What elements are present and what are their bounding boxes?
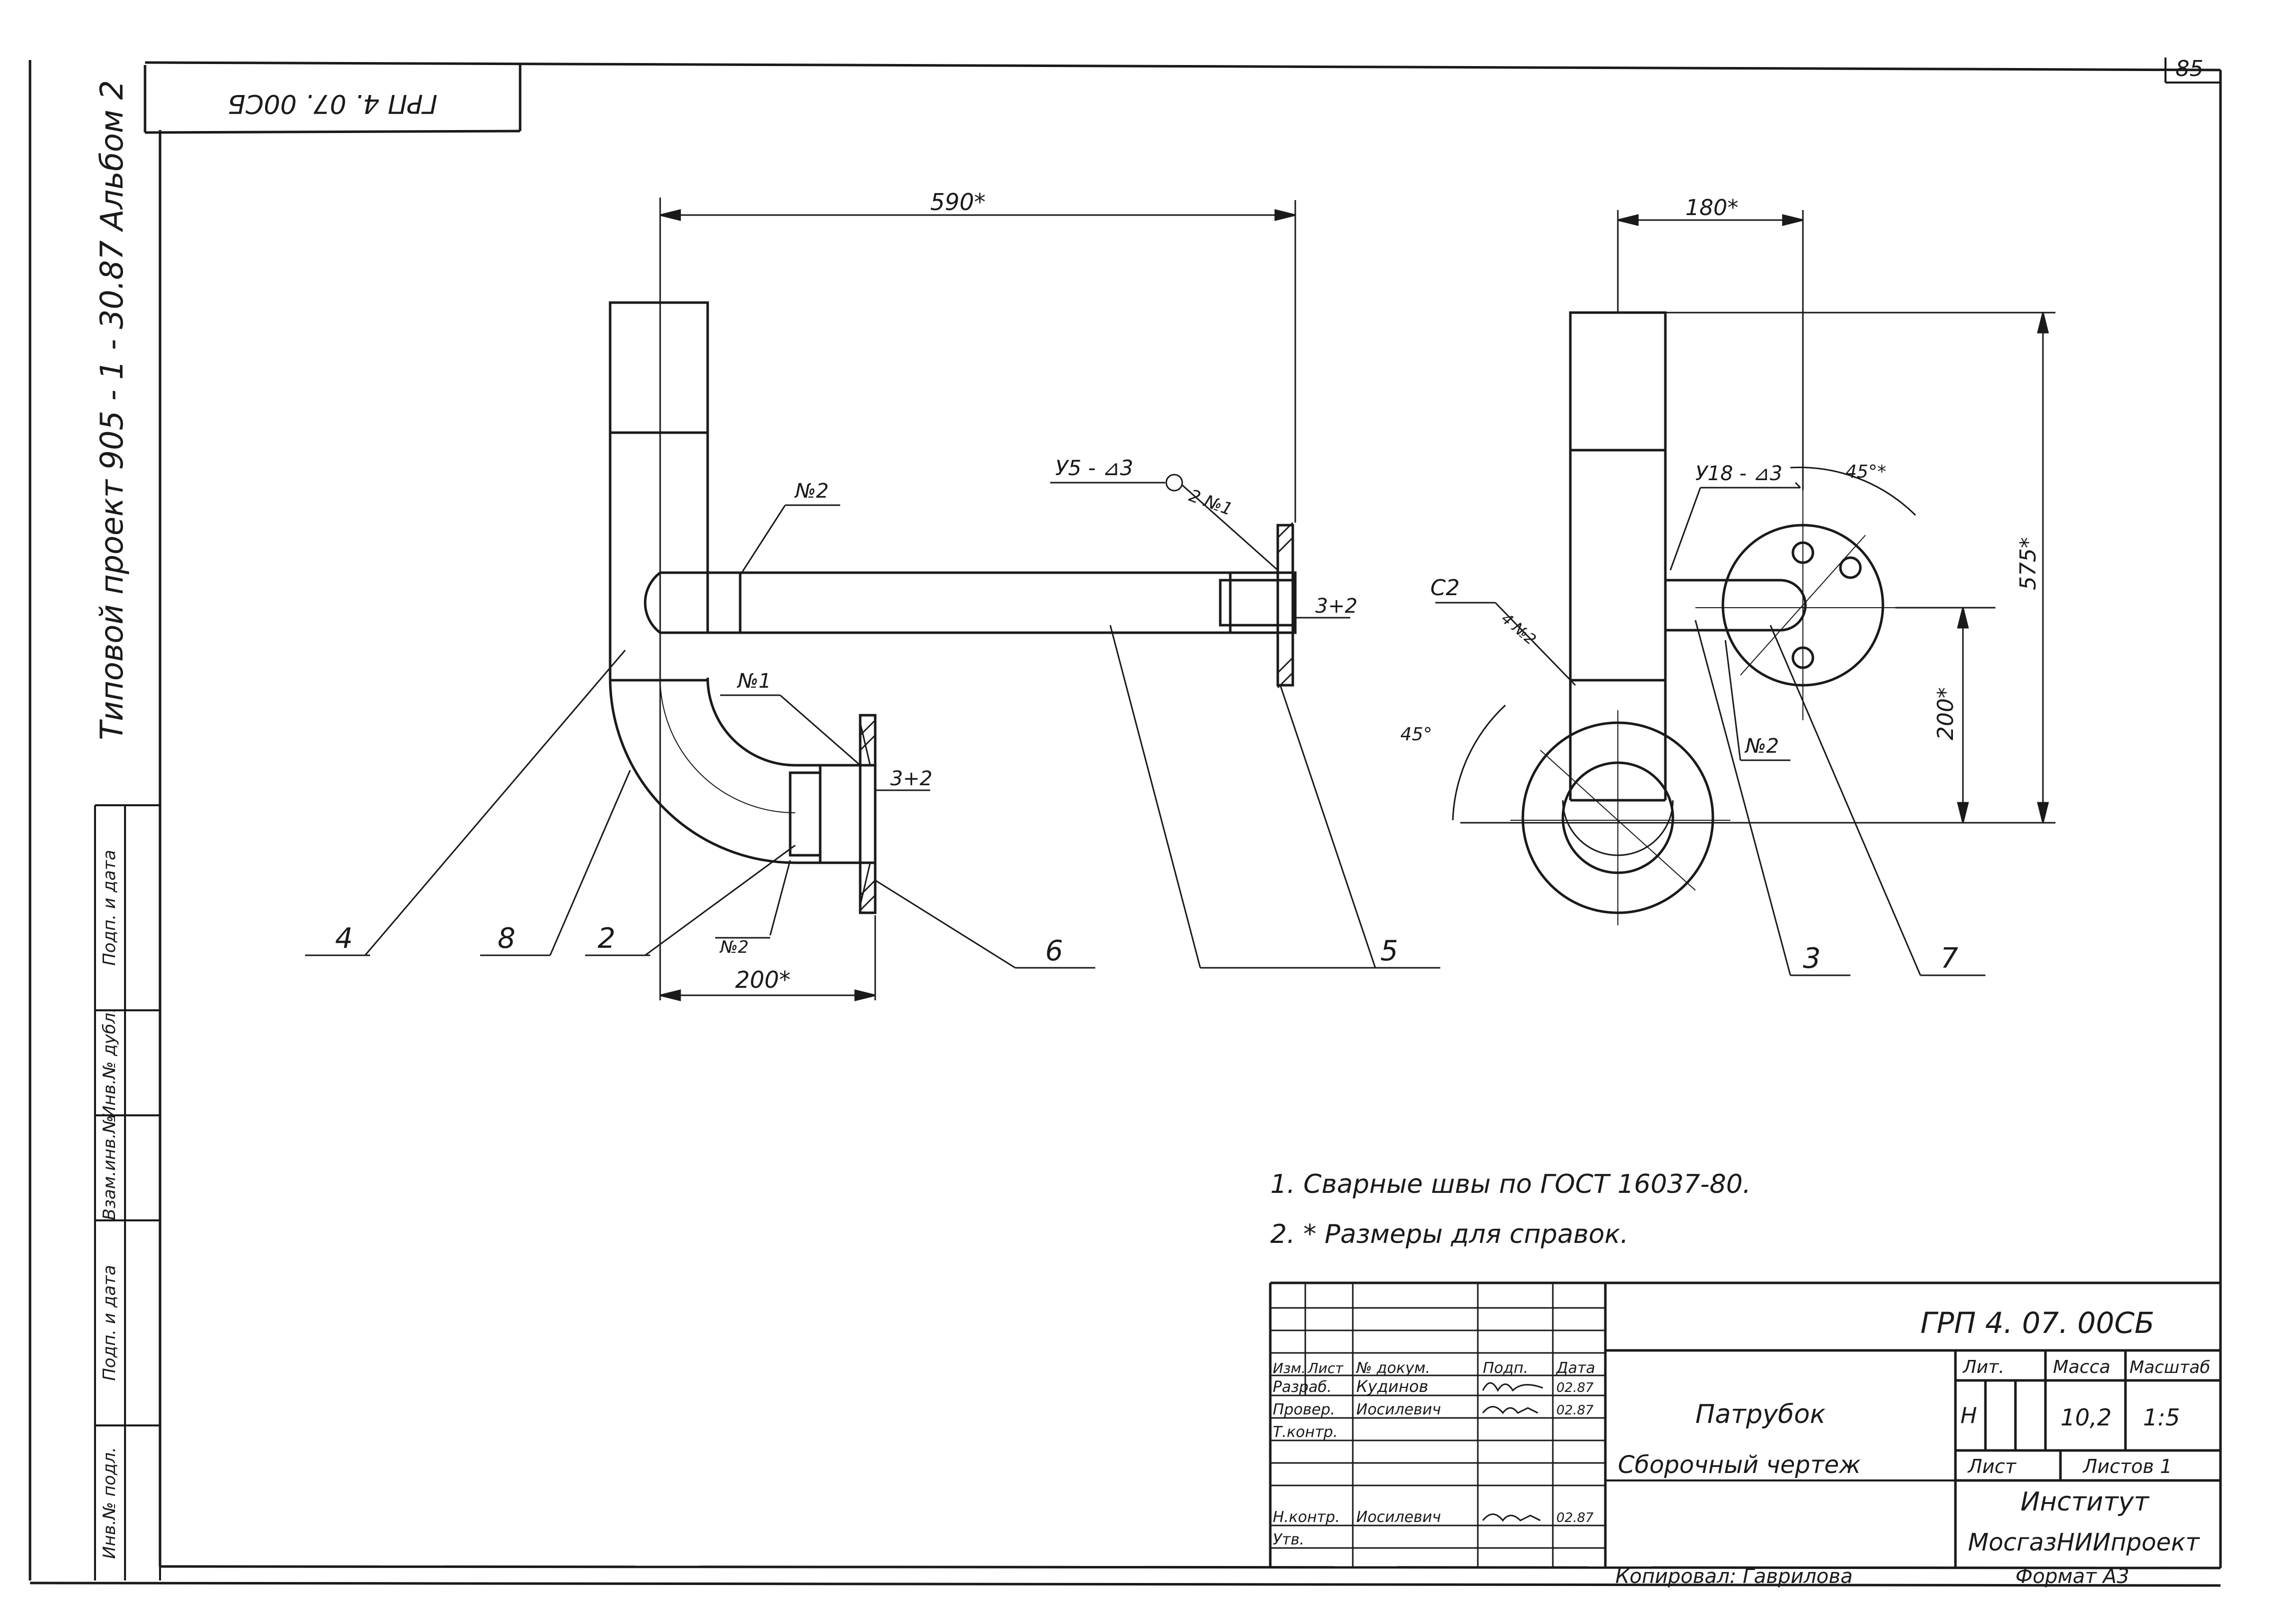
note-2: 2. * Размеры для справок. — [1270, 1219, 1628, 1249]
drawing-type: Сборочный чертеж — [1618, 1451, 1861, 1479]
weld-n2-upper: №2 — [794, 480, 829, 503]
callout-2: 2 — [598, 922, 616, 955]
sheet-format: Формат А3 — [2015, 1565, 2129, 1588]
dim-gap-right: 3+2 — [1315, 595, 1357, 618]
col-izm: Изм. — [1273, 1360, 1306, 1376]
row-prover-name: Иосилевич — [1356, 1401, 1441, 1418]
mass-header: Масса — [2053, 1357, 2110, 1377]
row-razrab-role: Разраб. — [1273, 1378, 1332, 1396]
stamp-inv-dubl: Инв.№ дубл. — [100, 1007, 120, 1118]
row-prover-date: 02.87 — [1556, 1403, 1594, 1418]
dim-180: 180* — [1685, 195, 1738, 221]
sheets-label: Листов 1 — [2082, 1455, 2172, 1477]
weld-n1: №1 — [737, 670, 771, 693]
row-nkontr-date: 02.87 — [1556, 1510, 1594, 1525]
copied-by: Копировал: Гаврилова — [1615, 1565, 1853, 1588]
callout-4: 4 — [335, 922, 353, 955]
stamp-vzam-inv: Взам.инв.№ — [100, 1115, 120, 1220]
scale-header: Масштаб — [2129, 1357, 2210, 1377]
mass-value: 10,2 — [2060, 1404, 2111, 1431]
side-weld-leaders — [1435, 482, 1801, 761]
row-utv-role: Утв. — [1273, 1531, 1304, 1548]
callout-7: 7 — [1940, 942, 1958, 975]
part-name: Патрубок — [1695, 1399, 1826, 1429]
front-weld-leaders — [715, 474, 1278, 939]
side-callout-leaders — [1694, 620, 1985, 976]
callout-5: 5 — [1380, 935, 1398, 967]
front-callout-leaders — [305, 625, 1440, 969]
front-dimensions — [659, 198, 1350, 1001]
stamp-podp-data-1: Подп. и дата — [100, 1265, 120, 1381]
weld-u18: У18 - ⊿3 — [1695, 462, 1782, 485]
row-razrab-date: 02.87 — [1556, 1380, 1594, 1395]
scale-value: 1:5 — [2143, 1404, 2180, 1431]
org-line-2: МосгазНИИпроект — [1968, 1528, 2200, 1556]
sheet-frame — [29, 60, 2222, 1587]
col-doc: № докум. — [1355, 1359, 1430, 1377]
side-view: 180* 575* 200* 45°* 45° У18 - ⊿3 С2 4 №2… — [1400, 195, 2055, 976]
callout-3: 3 — [1803, 942, 1821, 975]
row-nkontr-role: Н.контр. — [1273, 1508, 1340, 1526]
weld-u5: У5 - ⊿3 — [1055, 456, 1133, 480]
row-tkontr-role: Т.контр. — [1273, 1423, 1338, 1441]
doc-code: ГРП 4. 07. 00СБ — [1920, 1306, 2154, 1340]
weld-c2: С2 — [1430, 575, 1460, 601]
lit-value: Н — [1960, 1403, 1977, 1428]
front-view: 590* 200* 3+2 3+2 У5 - ⊿3 2 №1 №2 №1 №2 — [305, 189, 1440, 1001]
dim-200-front: 200* — [735, 966, 791, 993]
sheet-label: Лист — [1967, 1455, 2017, 1477]
signatures — [1482, 1382, 1543, 1522]
corner-code-box — [144, 65, 522, 134]
title-block-lines — [1269, 1281, 2220, 1568]
row-prover-role: Провер. — [1273, 1401, 1335, 1418]
org-line-1: Институт — [2020, 1487, 2150, 1517]
col-podp: Подп. — [1483, 1359, 1528, 1377]
dim-200-side: 200* — [1933, 687, 1958, 740]
lit-header: Лит. — [1962, 1357, 2004, 1377]
corner-code: ГРП 4. 07. 00СБ — [228, 89, 437, 119]
margin-stamp — [94, 804, 161, 1580]
side-project-label: Типовой проект 905 - 1 - 30.87 Альбом 2 — [94, 80, 130, 740]
angle-45-bottom: 45° — [1400, 724, 1432, 745]
callout-8: 8 — [498, 922, 516, 955]
weld-c2-ref: 4 №2 — [1498, 610, 1539, 649]
col-list: Лист — [1307, 1360, 1344, 1376]
weld-n2-lower: №2 — [719, 937, 749, 957]
page-number: 85 — [2175, 56, 2203, 82]
dim-gap-bottom: 3+2 — [890, 767, 932, 790]
note-1: 1. Сварные швы по ГОСТ 16037-80. — [1270, 1169, 1751, 1199]
angle-45-top: 45°* — [1845, 462, 1886, 482]
col-data: Дата — [1555, 1359, 1595, 1377]
stamp-inv-podl: Инв.№ подл. — [100, 1447, 120, 1559]
callout-6: 6 — [1045, 935, 1063, 967]
row-nkontr-name: Иосилевич — [1356, 1508, 1441, 1526]
stamp-podp-data-2: Подп. и дата — [100, 850, 120, 966]
dim-575: 575* — [2015, 537, 2041, 590]
front-pipe-body — [609, 301, 1297, 914]
title-block-grid — [1270, 1283, 1605, 1568]
weld-n2-side: №2 — [1744, 735, 1779, 758]
dim-590: 590* — [930, 189, 986, 216]
side-dimensions — [1452, 210, 2055, 824]
page-number-box — [2164, 58, 2220, 84]
row-razrab-name: Кудинов — [1356, 1377, 1428, 1396]
weld-u5-ref: 2 №1 — [1186, 486, 1235, 520]
